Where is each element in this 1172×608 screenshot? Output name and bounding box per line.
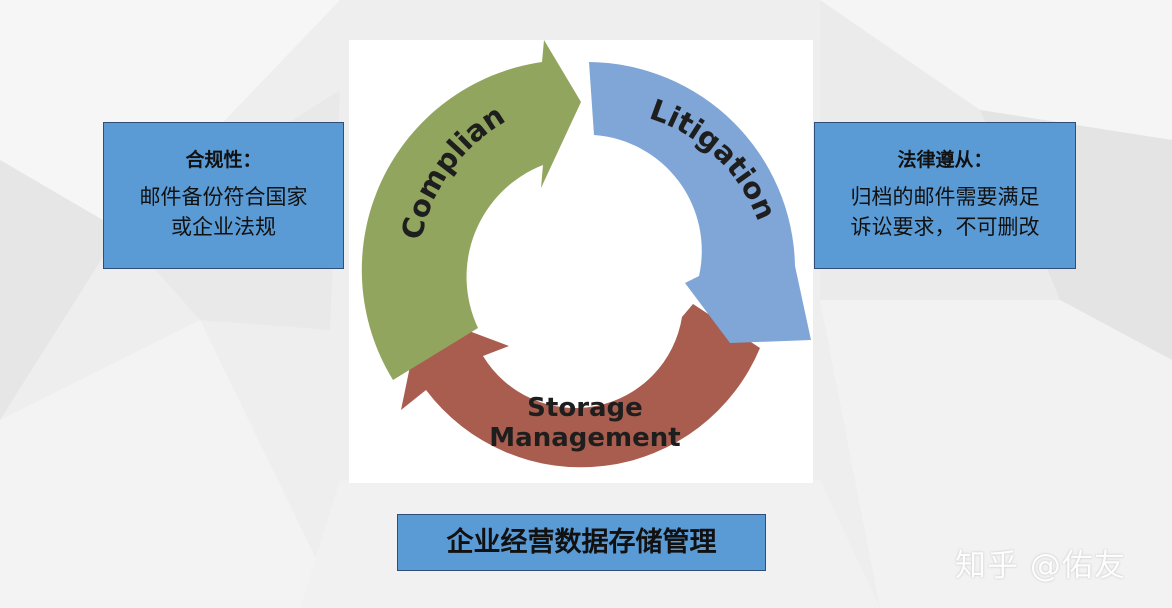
litigation-arrow xyxy=(589,62,811,343)
storage-label-line-2: Management xyxy=(489,423,680,453)
storage-management-arrow xyxy=(401,304,760,468)
compliance-box-line-2: 或企业法规 xyxy=(171,215,276,239)
cycle-diagram: Compliance Litigation Storage Management xyxy=(349,40,811,468)
compliance-box-line-1: 邮件备份符合国家 xyxy=(139,185,308,209)
litigation-box-line-2: 诉讼要求，不可删改 xyxy=(850,215,1040,239)
compliance-box-text: 邮件备份符合国家 或企业法规 xyxy=(104,182,343,242)
litigation-box-line-1: 归档的邮件需要满足 xyxy=(850,185,1040,209)
cycle-diagram-panel: Compliance Litigation Storage Management xyxy=(349,40,813,483)
litigation-box-title: 法律遵从： xyxy=(897,149,993,171)
compliance-arrow xyxy=(361,40,581,380)
litigation-box-text: 归档的邮件需要满足 诉讼要求，不可删改 xyxy=(815,182,1075,242)
watermark-text: 知乎 @佑友 xyxy=(955,548,1126,584)
compliance-box-title: 合规性： xyxy=(185,149,262,171)
litigation-info-box: 法律遵从： 归档的邮件需要满足 诉讼要求，不可删改 xyxy=(814,122,1076,269)
storage-label-line-1: Storage xyxy=(527,393,643,423)
compliance-info-box: 合规性： 邮件备份符合国家 或企业法规 xyxy=(103,122,344,269)
caption-box: 企业经营数据存储管理 xyxy=(397,514,766,571)
